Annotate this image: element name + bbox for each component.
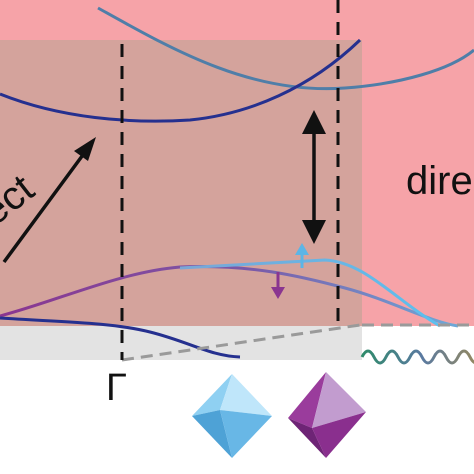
indirect-arrow-icon bbox=[2, 137, 96, 264]
gray-dashed-line bbox=[121, 323, 361, 362]
middle-band-purple bbox=[0, 265, 459, 328]
purple-octahedron-icon bbox=[288, 372, 366, 458]
gamma-label: Γ bbox=[106, 367, 127, 409]
lower-band-dark-blue bbox=[0, 316, 241, 359]
middle-band-light-blue bbox=[179, 258, 441, 328]
blue-octahedron-icon bbox=[192, 374, 272, 458]
upper-band-steel-blue bbox=[97, 6, 474, 91]
direct-label: dire bbox=[406, 159, 473, 203]
wavy-line bbox=[360, 349, 474, 365]
down-arrow-icon bbox=[271, 272, 285, 299]
overlap-region bbox=[0, 40, 362, 326]
upper-band-dark-blue bbox=[0, 38, 362, 123]
up-arrow-icon bbox=[295, 243, 309, 268]
double-headed-arrow-icon bbox=[302, 110, 326, 244]
